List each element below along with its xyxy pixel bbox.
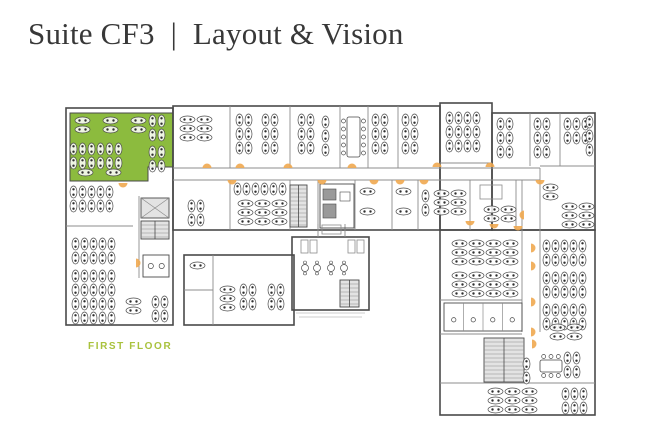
door-swing-icon	[235, 163, 245, 168]
desk-cluster	[451, 271, 519, 298]
desk-cluster	[151, 295, 169, 323]
desk-cluster	[371, 113, 389, 155]
door-swing-icon	[283, 163, 293, 168]
door-swing-icon	[369, 180, 379, 185]
desk-cluster	[148, 114, 166, 142]
door-swings	[118, 162, 545, 349]
desk-cluster	[71, 237, 116, 265]
desk-cluster	[235, 113, 253, 155]
door-swing-icon	[485, 162, 495, 167]
door-swing-icon	[531, 261, 536, 271]
desk-cluster	[563, 351, 581, 379]
desk-cluster	[496, 117, 514, 159]
door-swing-icon	[532, 339, 537, 349]
door-swing-icon	[227, 180, 237, 185]
desk-cluster	[451, 239, 519, 266]
desk-cluster	[69, 185, 114, 213]
desk-cluster	[71, 297, 116, 325]
desk-cluster	[542, 271, 587, 299]
desk-cluster	[105, 168, 122, 177]
desk-cluster	[125, 297, 142, 315]
desk-cluster	[487, 387, 538, 414]
partition-walls	[66, 106, 595, 384]
desk-cluster	[74, 116, 91, 134]
door-swing-icon	[395, 180, 405, 185]
desk-cluster	[267, 283, 285, 311]
door-swing-icon	[118, 183, 128, 188]
desk-cluster	[77, 168, 94, 177]
desk-cluster	[102, 116, 119, 134]
desk-cluster	[561, 202, 595, 229]
desk-cluster	[401, 113, 419, 155]
desk-cluster	[187, 199, 205, 227]
door-swing-icon	[419, 180, 429, 185]
door-swing-icon	[531, 297, 536, 307]
door-swing-icon	[432, 162, 442, 167]
desk-cluster	[148, 145, 166, 173]
desk-cluster	[585, 115, 594, 157]
desk-cluster	[219, 285, 236, 312]
desk-cluster	[261, 113, 279, 155]
slide-title: Suite CF3 | Layout & Vision	[28, 16, 404, 51]
desk-cluster	[130, 116, 147, 134]
desk-cluster	[549, 323, 583, 341]
desk-cluster	[237, 199, 288, 226]
desk-cluster	[179, 115, 213, 142]
desk-cluster	[71, 269, 116, 297]
desk-cluster	[359, 187, 376, 196]
door-swing-icon	[513, 226, 523, 231]
building-cores	[140, 183, 525, 383]
door-swing-icon	[136, 258, 141, 268]
desk-cluster	[189, 261, 206, 270]
desk-cluster	[483, 205, 517, 223]
door-swing-icon	[202, 163, 212, 168]
conference-tables	[341, 116, 563, 378]
desk-cluster	[395, 207, 412, 216]
fixtures	[300, 184, 503, 254]
desk-cluster	[421, 189, 430, 217]
desk-cluster	[239, 283, 257, 311]
desk-cluster	[561, 387, 588, 415]
door-swing-icon	[489, 224, 499, 229]
desk-cluster	[395, 187, 412, 196]
door-swing-icon	[317, 180, 327, 185]
door-swing-icon	[531, 243, 536, 253]
desk-cluster	[445, 111, 481, 153]
desk-cluster	[563, 117, 590, 145]
round-tables	[301, 260, 348, 276]
entry-steps	[296, 312, 365, 318]
bathrooms	[443, 302, 523, 332]
door-swing-icon	[531, 327, 536, 337]
desk-cluster	[433, 189, 467, 216]
desk-clusters	[69, 111, 595, 415]
desk-cluster	[359, 207, 376, 216]
desk-cluster	[321, 115, 330, 157]
desk-cluster	[522, 357, 531, 385]
door-swing-icon	[347, 163, 357, 168]
desk-cluster	[233, 182, 287, 196]
door-swing-icon	[465, 221, 475, 226]
desk-cluster	[542, 239, 587, 267]
first-floor-label: FIRST FLOOR	[88, 341, 173, 352]
door-swing-icon	[535, 180, 545, 185]
door-swing-icon	[519, 210, 524, 220]
desk-cluster	[297, 113, 315, 155]
desk-cluster	[533, 117, 551, 159]
desk-cluster	[542, 183, 559, 201]
